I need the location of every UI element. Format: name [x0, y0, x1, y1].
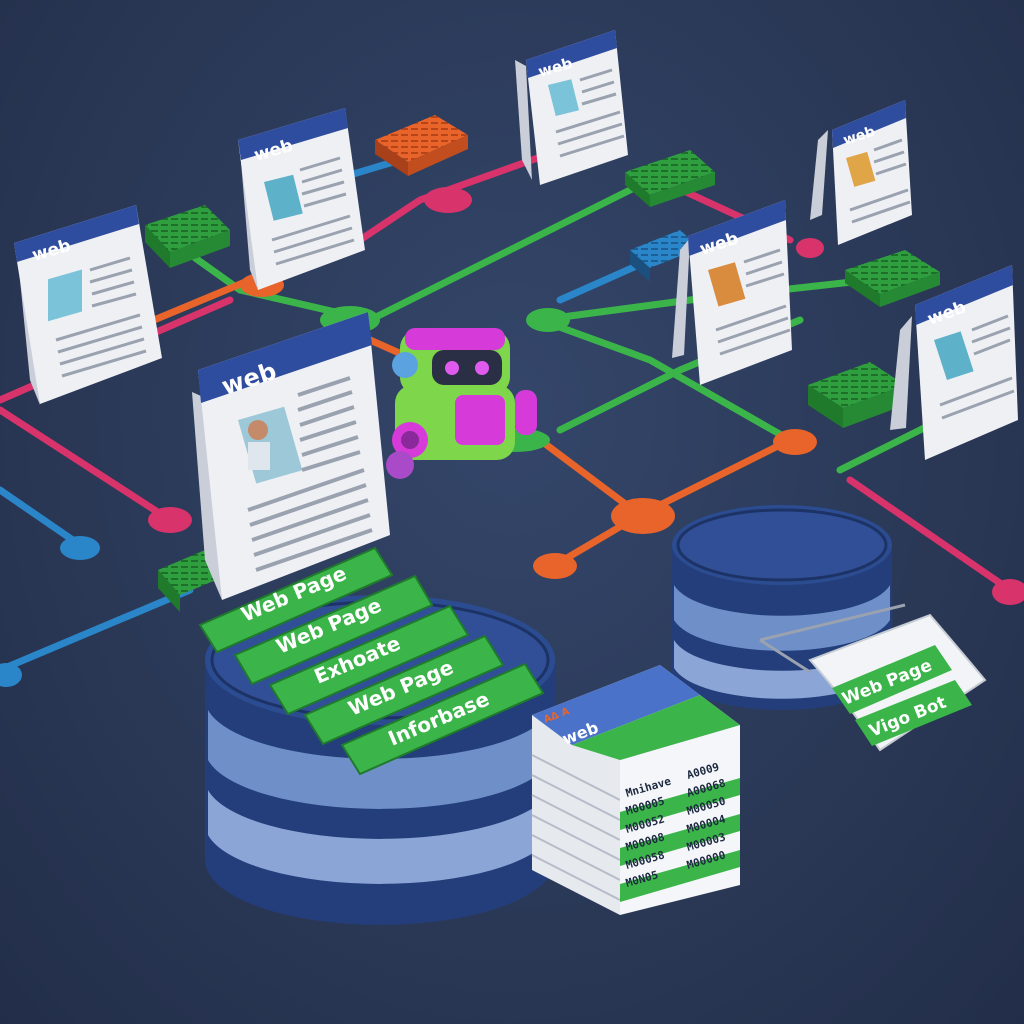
- stacked-pages[interactable]: web AΔ A: [531, 665, 740, 915]
- node-orange-2: [533, 553, 577, 579]
- node-pink-4: [796, 238, 824, 258]
- web-page-card[interactable]: web: [810, 100, 912, 245]
- data-block-icon: [808, 362, 905, 428]
- web-page-card[interactable]: web: [515, 30, 628, 185]
- robot-icon[interactable]: [386, 328, 550, 479]
- web-page-card[interactable]: web: [672, 200, 792, 385]
- data-block-icon: [375, 115, 468, 176]
- node-blue-1: [60, 536, 100, 560]
- web-page-card[interactable]: web: [14, 205, 162, 405]
- node-pink-1: [424, 187, 472, 213]
- data-block-icon: [845, 250, 940, 307]
- node-pink-3: [992, 579, 1024, 605]
- web-page-card[interactable]: web: [238, 108, 365, 290]
- data-block-icon: [625, 150, 715, 207]
- node-orange-1: [773, 429, 817, 455]
- node-orange-hub: [611, 498, 675, 534]
- node-green-1: [526, 308, 570, 332]
- label-stack: Web Page Web Page Exhoate Web Page Infor…: [198, 546, 545, 776]
- web-page-card-large[interactable]: web: [192, 312, 390, 600]
- data-block-icon: [145, 205, 230, 268]
- node-pink-2: [148, 507, 192, 533]
- data-block-icon: [630, 230, 700, 282]
- web-page-card[interactable]: web: [890, 265, 1018, 460]
- node-blue-2: [0, 663, 22, 687]
